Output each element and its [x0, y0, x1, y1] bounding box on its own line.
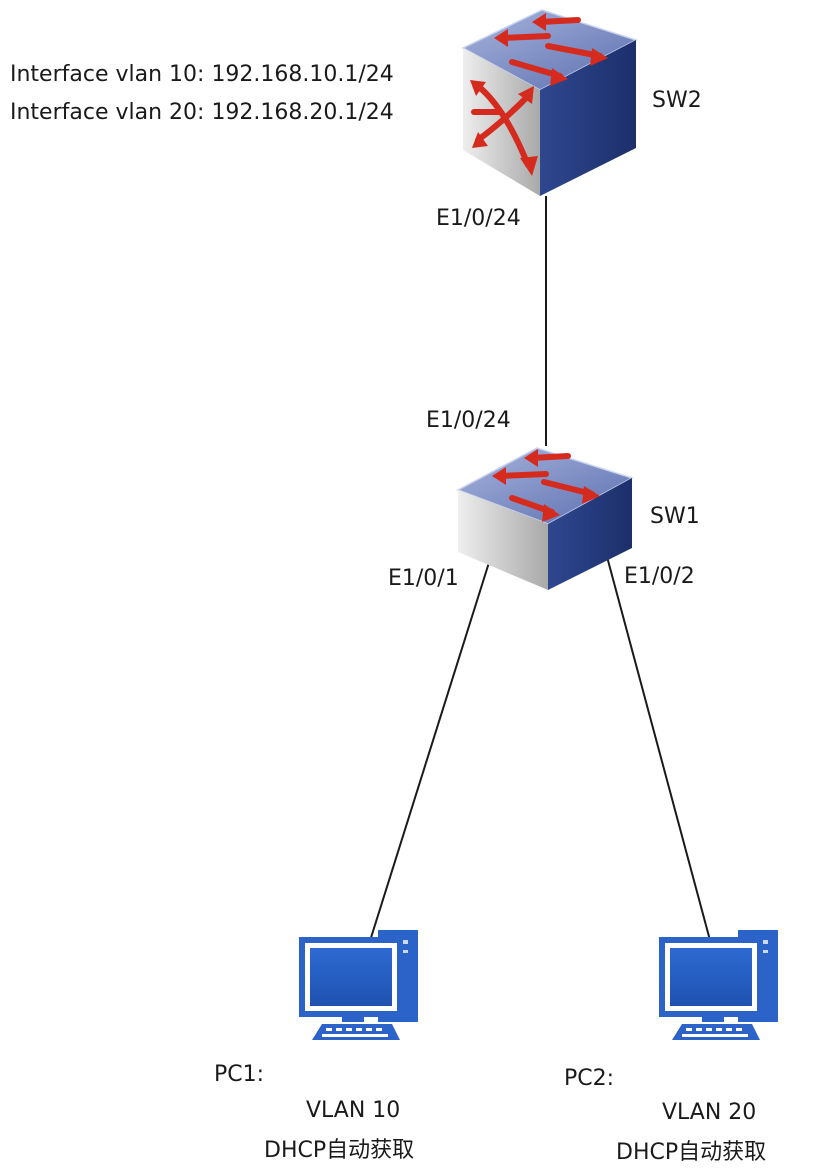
sw2-interface-vlan10: Interface vlan 10: 192.168.10.1/24: [10, 62, 394, 87]
pc2-dhcp-label: DHCP自动获取: [616, 1140, 767, 1165]
link-sw1-pc2: [605, 552, 712, 945]
pc1-vlan-label: VLAN 10: [306, 1098, 401, 1123]
pc2-computer-icon[interactable]: [659, 930, 778, 1040]
sw2-switch-icon[interactable]: [461, 9, 638, 196]
sw1-port-pc2-label: E1/0/2: [624, 564, 695, 589]
pc1-computer-icon[interactable]: [299, 930, 418, 1040]
link-sw1-pc1: [368, 552, 493, 945]
sw2-interface-vlan20: Interface vlan 20: 192.168.20.1/24: [10, 100, 394, 125]
sw1-name-label: SW1: [650, 504, 700, 529]
pc1-dhcp-label: DHCP自动获取: [264, 1138, 415, 1163]
sw1-switch-icon[interactable]: [456, 447, 634, 590]
sw2-port-label: E1/0/24: [436, 206, 521, 231]
pc1-name-label: PC1:: [214, 1062, 265, 1087]
pc2-vlan-label: VLAN 20: [662, 1100, 757, 1125]
pc2-name-label: PC2:: [564, 1066, 615, 1091]
sw2-name-label: SW2: [652, 88, 702, 113]
sw1-port-pc1-label: E1/0/1: [388, 566, 459, 591]
sw1-uplink-port-label: E1/0/24: [426, 408, 511, 433]
